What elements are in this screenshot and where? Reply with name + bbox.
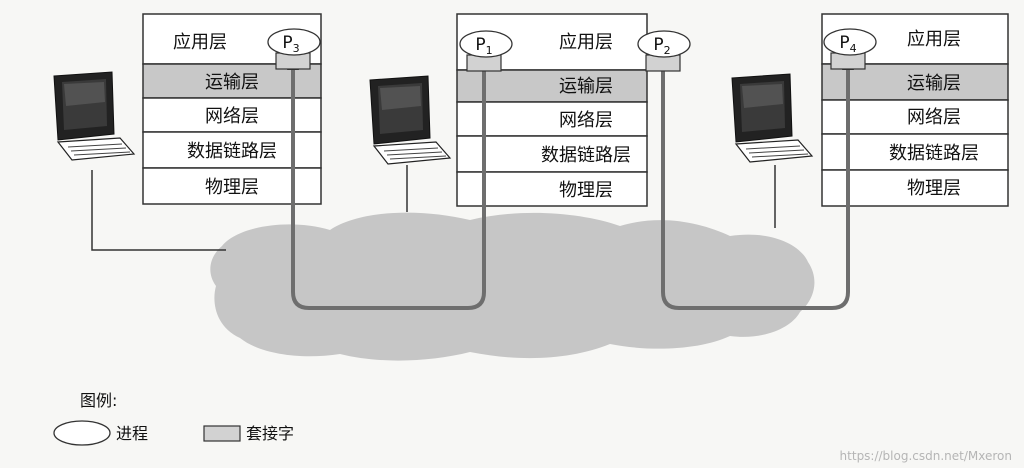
- legend-socket-box: [203, 425, 241, 442]
- legend-title: 图例:: [80, 391, 117, 410]
- network-cloud: [210, 212, 815, 361]
- wire-computer-1: [91, 170, 226, 251]
- stack-3-layer-transport: 运输层: [907, 73, 961, 94]
- process-p1-oval: [459, 30, 513, 58]
- stack-3-network-box: [821, 99, 1009, 135]
- watermark-text: https://blog.csdn.net/Mxeron: [840, 449, 1012, 463]
- stack-2-layer-app: 应用层: [559, 32, 613, 53]
- stack-3-layer-link: 数据链路层: [889, 143, 979, 164]
- stack-1-layer-app: 应用层: [173, 32, 227, 53]
- stack-2-physical-box: [456, 171, 648, 207]
- legend-process-label: 进程: [116, 424, 148, 443]
- process-p2-oval: [637, 30, 691, 58]
- legend: 图例: 进程 套接字: [53, 391, 294, 446]
- protocol-stack-3: 应用层 运输层 网络层 数据链路层 物理层: [821, 13, 1009, 207]
- process-p1-label: P1: [475, 35, 492, 57]
- process-p4-oval: [823, 28, 877, 56]
- legend-socket-label: 套接字: [246, 424, 294, 443]
- path-p2-p4: [661, 62, 850, 310]
- stack-3-layer-physical: 物理层: [907, 178, 961, 199]
- path-p3-p1: [291, 62, 486, 310]
- stack-3-physical-box: [821, 169, 1009, 207]
- stack-2-layer-link: 数据链路层: [541, 145, 631, 166]
- stack-2-layer-transport: 运输层: [559, 76, 613, 97]
- stack-2-transport-box: [456, 69, 648, 103]
- stack-3-link-box: [821, 133, 1009, 171]
- computer-icon: [731, 73, 814, 163]
- stack-3-layer-app: 应用层: [907, 29, 961, 50]
- process-p3-label: P3: [282, 33, 299, 55]
- legend-process-oval: [53, 420, 111, 446]
- stack-3-layer-network: 网络层: [907, 107, 961, 128]
- process-p4-label: P4: [839, 33, 856, 55]
- process-p2-label: P2: [653, 35, 670, 57]
- stack-1-layer-link: 数据链路层: [187, 141, 277, 162]
- stack-2-layer-network: 网络层: [559, 110, 613, 131]
- computer-icon: [53, 71, 136, 161]
- stack-1-layer-physical: 物理层: [205, 177, 259, 198]
- stack-2-layer-physical: 物理层: [559, 180, 613, 201]
- stack-1-layer-transport: 运输层: [205, 72, 259, 93]
- stack-3-transport-box: [821, 63, 1009, 101]
- computer-icon: [369, 75, 452, 165]
- stack-1-layer-network: 网络层: [205, 106, 259, 127]
- process-p3-oval: [267, 28, 321, 56]
- stack-2-link-box: [456, 135, 648, 173]
